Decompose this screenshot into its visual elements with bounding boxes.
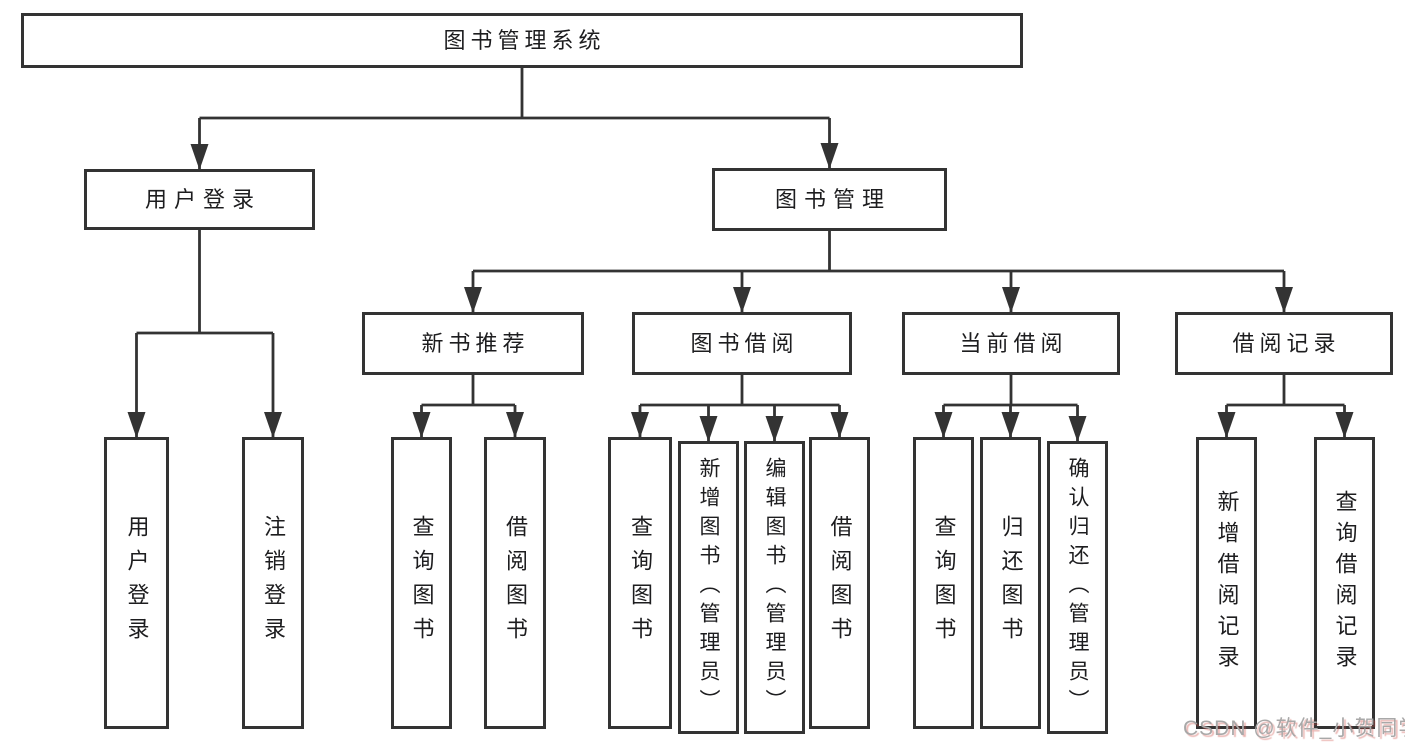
node-label: 用户登录 [124, 515, 150, 651]
node-add-book-admin: 新增图书（管理员） [678, 441, 739, 734]
node-label: 查询借阅记录 [1332, 490, 1358, 676]
node-confirm-return-admin: 确认归还（管理员） [1047, 441, 1108, 734]
node-label: 图书管理系统 [443, 27, 606, 53]
node-label: 借阅图书 [827, 515, 853, 651]
node-label: 编辑图书（管理员） [763, 457, 786, 718]
node-new-book-recommend: 新书推荐 [362, 312, 584, 375]
node-label: 当前借阅 [959, 330, 1068, 356]
node-label: 新增图书（管理员） [697, 457, 720, 718]
node-library-system: 图书管理系统 [21, 13, 1023, 68]
node-label: 确认归还（管理员） [1066, 457, 1089, 718]
node-label: 新书推荐 [421, 330, 530, 356]
node-return-book: 归还图书 [980, 437, 1041, 729]
node-label: 借阅图书 [503, 515, 528, 651]
node-label: 查询图书 [409, 515, 435, 651]
node-user-login: 用户登录 [84, 169, 315, 230]
node-book-management: 图书管理 [712, 168, 947, 231]
node-book-borrowing: 图书借阅 [632, 312, 852, 375]
node-edit-book-admin: 编辑图书（管理员） [744, 441, 805, 734]
node-label: 借阅记录 [1232, 330, 1341, 356]
node-borrow-records: 借阅记录 [1175, 312, 1393, 375]
node-label: 注销登录 [261, 515, 286, 651]
node-label: 归还图书 [998, 515, 1024, 651]
node-add-borrow-record: 新增借阅记录 [1196, 437, 1257, 729]
node-label: 图书借阅 [690, 330, 799, 356]
node-query-book-1: 查询图书 [391, 437, 452, 729]
node-label: 查询图书 [931, 515, 957, 651]
node-borrow-book-1: 借阅图书 [484, 437, 546, 729]
node-leaf-user-login: 用户登录 [104, 437, 169, 729]
node-query-book-2: 查询图书 [608, 437, 672, 729]
watermark: CSDN @软件_小贺同学 [1183, 717, 1405, 740]
node-label: 用户登录 [144, 186, 261, 212]
node-leaf-logout: 注销登录 [242, 437, 304, 729]
node-label: 新增借阅记录 [1214, 490, 1240, 676]
node-borrow-book-2: 借阅图书 [809, 437, 870, 729]
node-query-book-3: 查询图书 [913, 437, 974, 729]
node-query-borrow-record: 查询借阅记录 [1314, 437, 1375, 729]
node-current-borrowing: 当前借阅 [902, 312, 1120, 375]
node-label: 查询图书 [628, 515, 653, 651]
node-label: 图书管理 [774, 186, 891, 212]
